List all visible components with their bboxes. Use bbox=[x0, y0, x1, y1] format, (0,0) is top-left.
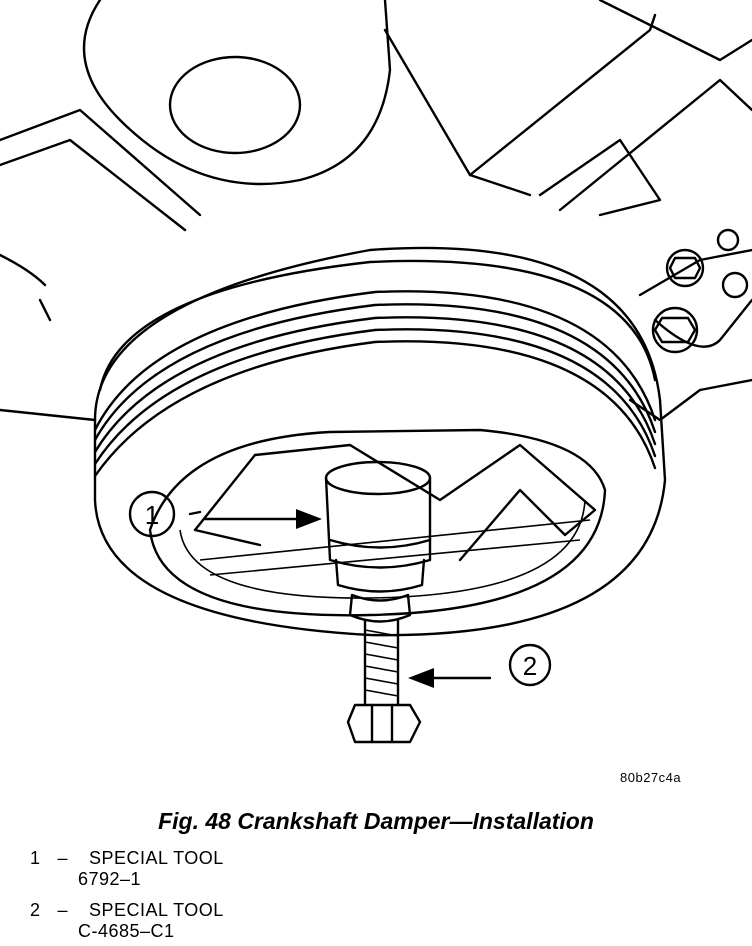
figure-caption: Fig. 48 Crankshaft Damper—Installation bbox=[158, 808, 594, 834]
legend-part-number: C-4685–C1 bbox=[78, 921, 175, 941]
callout-2-number: 2 bbox=[523, 651, 537, 681]
legend-number: 2 bbox=[30, 900, 41, 920]
callout-1: 1 bbox=[128, 490, 322, 538]
legend-item: 2 – SPECIAL TOOL C-4685–C1 bbox=[30, 900, 224, 942]
special-tool-1 bbox=[324, 460, 432, 593]
legend-number: 1 bbox=[30, 848, 41, 868]
callout-1-number: 1 bbox=[145, 500, 159, 530]
legend-dash: – bbox=[57, 848, 69, 868]
callout-2: 2 bbox=[408, 643, 552, 688]
legend-name: SPECIAL TOOL bbox=[89, 900, 224, 920]
figure-code: 80b27c4a bbox=[620, 770, 682, 785]
legend-part-number: 6792–1 bbox=[78, 869, 142, 889]
damper-pulley bbox=[93, 246, 667, 637]
mounting-bolts bbox=[651, 228, 749, 354]
special-tool-2 bbox=[346, 593, 422, 744]
legend-name: SPECIAL TOOL bbox=[89, 848, 224, 868]
legend-item: 1 – SPECIAL TOOL 6792–1 bbox=[30, 848, 224, 890]
crankshaft-damper-illustration: 1 2 bbox=[0, 0, 752, 744]
legend-dash: – bbox=[57, 900, 69, 920]
